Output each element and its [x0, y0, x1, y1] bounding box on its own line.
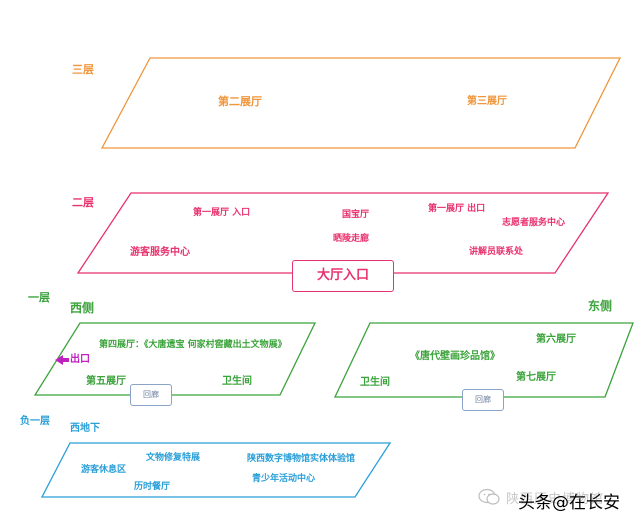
volunteer-center-label: 志愿者服务中心: [502, 218, 566, 228]
restroom-east-label: 卫生间: [360, 377, 390, 388]
corridor-east-box: 回廊: [462, 389, 504, 411]
hall2-label: 第二展厅: [218, 95, 262, 108]
guide-contact-label: 讲解员联系处: [469, 247, 524, 257]
watermark-faded-text: 陕西历史博物馆: [506, 491, 605, 507]
exit-label: 出口: [70, 354, 90, 365]
treasure-hall-label: 国宝厅: [342, 210, 370, 220]
hall7-label: 第七展厅: [516, 372, 556, 383]
floor1-label: 一层: [28, 291, 50, 304]
visitor-service-label: 游客服务中心: [130, 247, 190, 258]
floor3-outline: [100, 57, 622, 149]
watermark-main-text: 头条@在长安: [518, 493, 620, 513]
youth-center-label: 青少年活动中心: [252, 474, 316, 484]
exit-arrow-icon: [55, 355, 69, 365]
digital-museum-label: 陕西数字博物馆实体体验馆: [247, 454, 356, 464]
tang-murals-label: 《唐代壁画珍品馆》: [410, 351, 500, 362]
hall3-label: 第三展厅: [467, 96, 507, 107]
relic-restoration-label: 文物修复特展: [146, 453, 201, 463]
rest-area-label: 游客休息区: [81, 465, 127, 475]
dining-label: 历时餐厅: [134, 482, 171, 492]
hall1-entrance-label: 第一展厅 入口: [193, 208, 251, 218]
restroom-west-label: 卫生间: [222, 376, 252, 387]
hall4-label: 第四展厅：《大唐遗宝 何家村窖藏出土文物展》: [99, 340, 287, 350]
tomb-corridor-label: 晒陵走廊: [333, 234, 370, 244]
floor1-east-outline: [333, 322, 634, 398]
hall6-label: 第六展厅: [536, 334, 576, 345]
east-side-label: 东侧: [588, 299, 613, 313]
basement-outline: [40, 442, 392, 498]
west-side-label: 西侧: [70, 301, 95, 315]
hall5-label: 第五展厅: [86, 376, 126, 387]
wechat-icon: [478, 488, 500, 505]
floor1-west-outline: [33, 322, 317, 396]
floor3-label: 三层: [72, 63, 94, 76]
west-basement-label: 西地下: [70, 423, 100, 434]
main-entrance-box: 大厅入口: [292, 260, 394, 292]
hall1-exit-label: 第一展厅 出口: [428, 204, 486, 214]
watermark: 陕西历史博物馆: [478, 485, 604, 509]
floor2-outline: [76, 192, 610, 274]
floor2-label: 二层: [72, 196, 94, 209]
corridor-west-box: 回廊: [130, 384, 172, 406]
basement-label: 负一层: [20, 416, 50, 427]
